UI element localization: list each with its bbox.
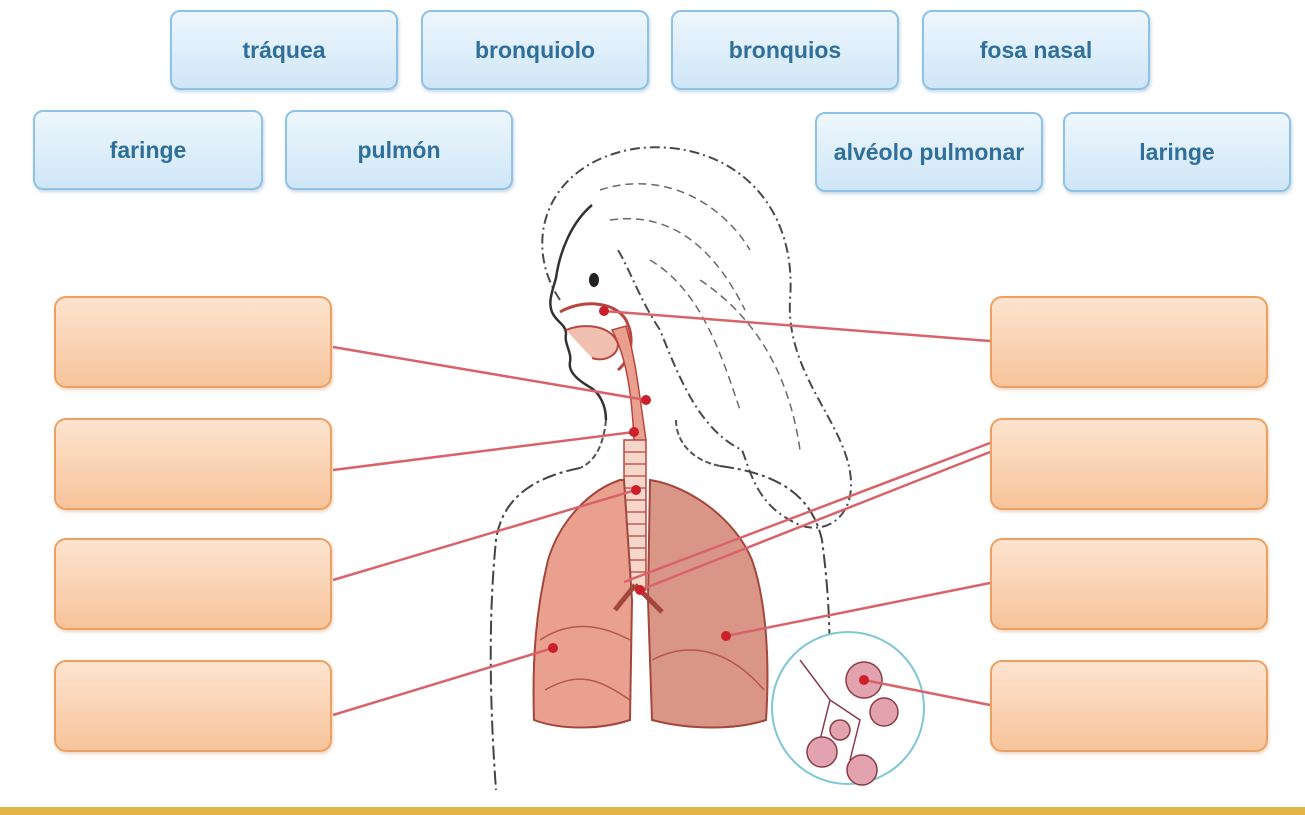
answer-slot-left-1[interactable]	[54, 296, 332, 388]
answer-slot-right-2[interactable]	[990, 418, 1268, 510]
bottom-accent-bar	[0, 807, 1305, 815]
eye	[589, 273, 599, 287]
hair-strands	[600, 184, 800, 450]
marker-alveolo	[859, 675, 869, 685]
neck	[580, 420, 720, 468]
marker-faringe	[641, 395, 651, 405]
answer-slot-right-4[interactable]	[990, 660, 1268, 752]
marker-pulmon-right	[548, 643, 558, 653]
marker-pulmon-left	[721, 631, 731, 641]
answer-slot-right-3[interactable]	[990, 538, 1268, 630]
answer-slot-left-2[interactable]	[54, 418, 332, 510]
answer-slot-left-3[interactable]	[54, 538, 332, 630]
alveoli-inset-circle	[772, 632, 924, 784]
marker-bronquios	[635, 585, 645, 595]
answer-slot-right-1[interactable]	[990, 296, 1268, 388]
marker-fosa-nasal	[599, 306, 609, 316]
answer-slot-left-4[interactable]	[54, 660, 332, 752]
marker-traquea	[631, 485, 641, 495]
left-lung	[648, 480, 767, 728]
mouth-cavity	[566, 326, 618, 359]
marker-laringe	[629, 427, 639, 437]
